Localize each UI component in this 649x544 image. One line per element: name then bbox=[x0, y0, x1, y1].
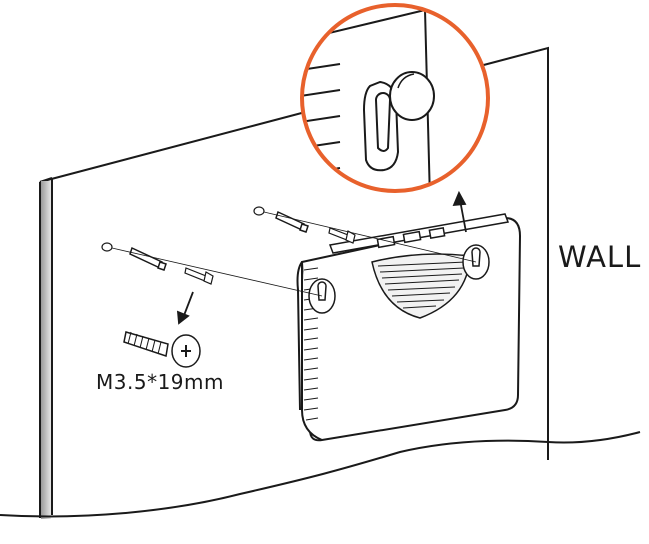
drill-holes bbox=[101, 206, 265, 252]
device-ports bbox=[328, 213, 510, 254]
device-front-grille bbox=[371, 253, 471, 319]
screw-size-label: M3.5*19mm bbox=[96, 370, 224, 394]
magnifier-ring bbox=[300, 3, 490, 193]
wall-label: WALL bbox=[558, 240, 642, 274]
screw-right bbox=[328, 227, 356, 244]
wall-anchor-right bbox=[275, 210, 309, 233]
wall-cut-line bbox=[0, 431, 641, 518]
wall-panel bbox=[39, 46, 549, 518]
wall-edge-shading bbox=[41, 181, 51, 519]
zoom-arrow-icon bbox=[452, 190, 467, 233]
screw-icon bbox=[123, 331, 201, 368]
arrow-to-screw-icon bbox=[176, 291, 194, 325]
alignment-lines bbox=[111, 211, 477, 297]
screw-left bbox=[184, 267, 214, 285]
magnified-keyhole-detail bbox=[302, 5, 488, 191]
